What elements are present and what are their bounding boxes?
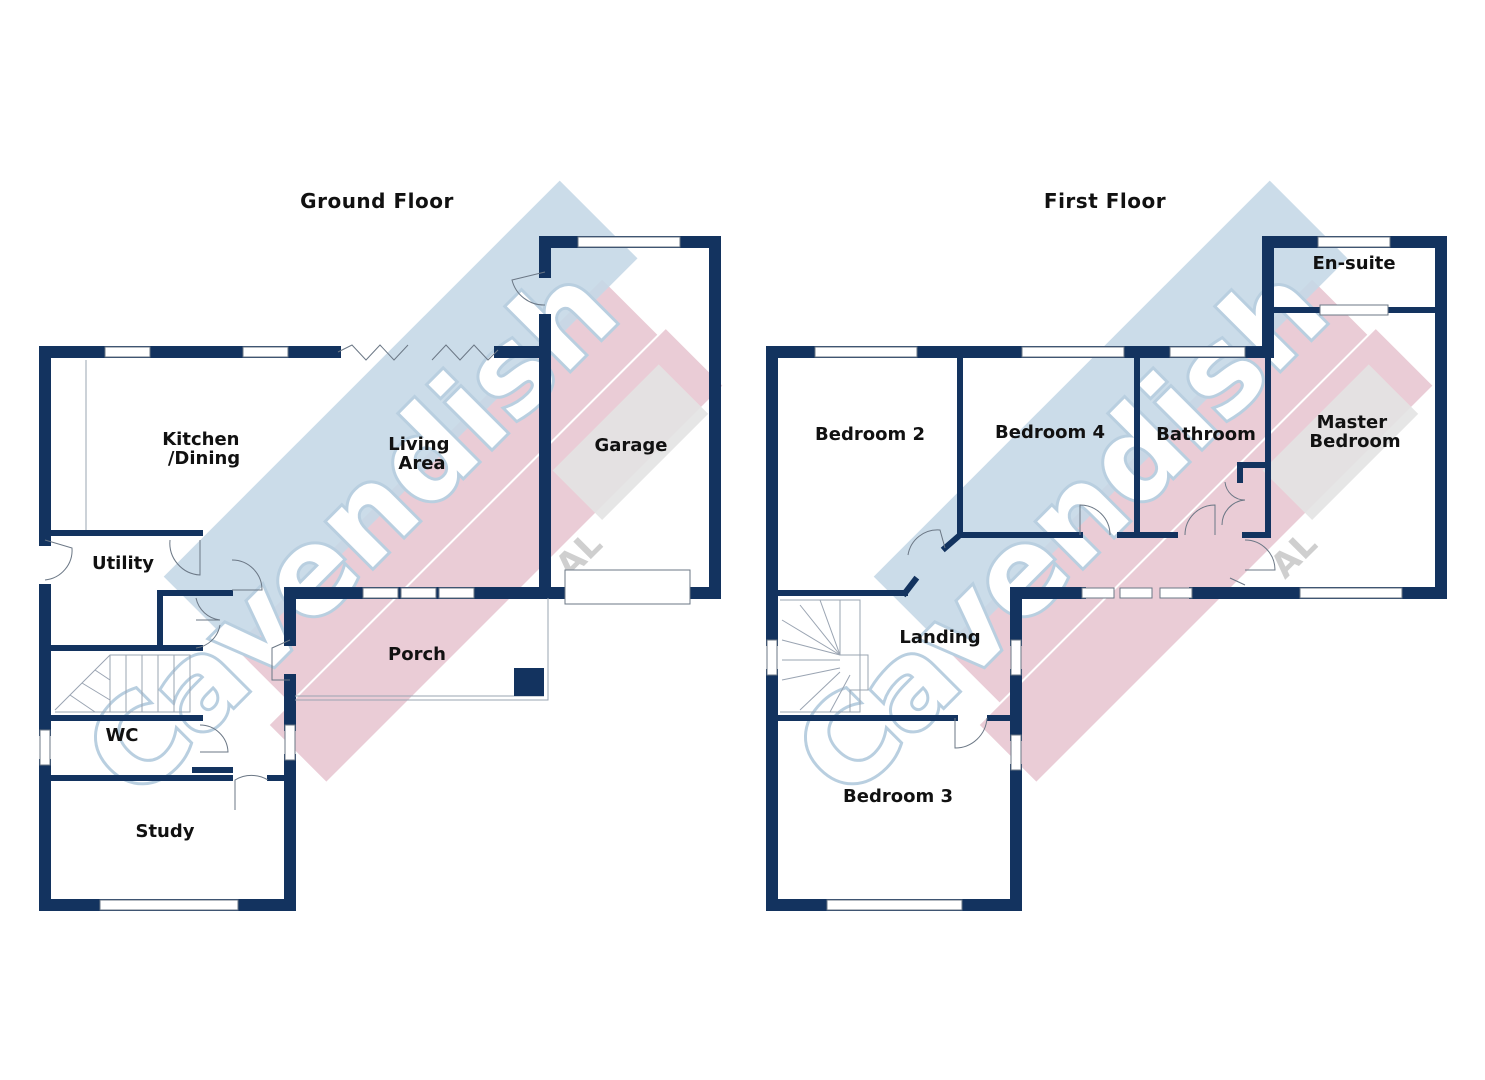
room-label-kitchen-dining: Kitchen /Dining	[162, 429, 246, 469]
room-label-utility: Utility	[92, 553, 154, 574]
room-label-master-line1: Master	[1317, 412, 1388, 433]
room-label-bedroom-4: Bedroom 4	[995, 422, 1105, 443]
watermark-ground: Cavendish AL	[57, 180, 723, 825]
room-label-landing: Landing	[899, 627, 980, 648]
room-label-master-bedroom: Master Bedroom	[1309, 412, 1400, 452]
room-label-kitchen-line1: Kitchen	[162, 429, 239, 450]
watermark-first: Cavendish AL	[767, 180, 1433, 825]
room-label-wc: WC	[105, 725, 138, 746]
room-label-porch: Porch	[388, 644, 446, 665]
room-label-bedroom-3: Bedroom 3	[843, 786, 953, 807]
room-label-bathroom: Bathroom	[1156, 424, 1256, 445]
first-staircase	[780, 599, 869, 713]
room-label-study: Study	[135, 821, 194, 842]
floor-title-first: First Floor	[1044, 189, 1166, 213]
first-floor-plan	[766, 236, 1447, 911]
room-label-living-area: Living Area	[388, 434, 456, 474]
ground-floor-plan	[39, 236, 721, 911]
room-label-kitchen-line2: /Dining	[168, 448, 240, 469]
room-label-garage: Garage	[594, 435, 667, 456]
room-label-bedroom-2: Bedroom 2	[815, 424, 925, 445]
room-label-en-suite: En-suite	[1312, 253, 1395, 274]
floor-title-ground: Ground Floor	[300, 189, 454, 213]
room-label-master-line2: Bedroom	[1309, 431, 1400, 452]
ground-staircase	[54, 654, 191, 713]
room-label-living-line1: Living	[388, 434, 449, 455]
room-label-living-line2: Area	[398, 453, 445, 474]
